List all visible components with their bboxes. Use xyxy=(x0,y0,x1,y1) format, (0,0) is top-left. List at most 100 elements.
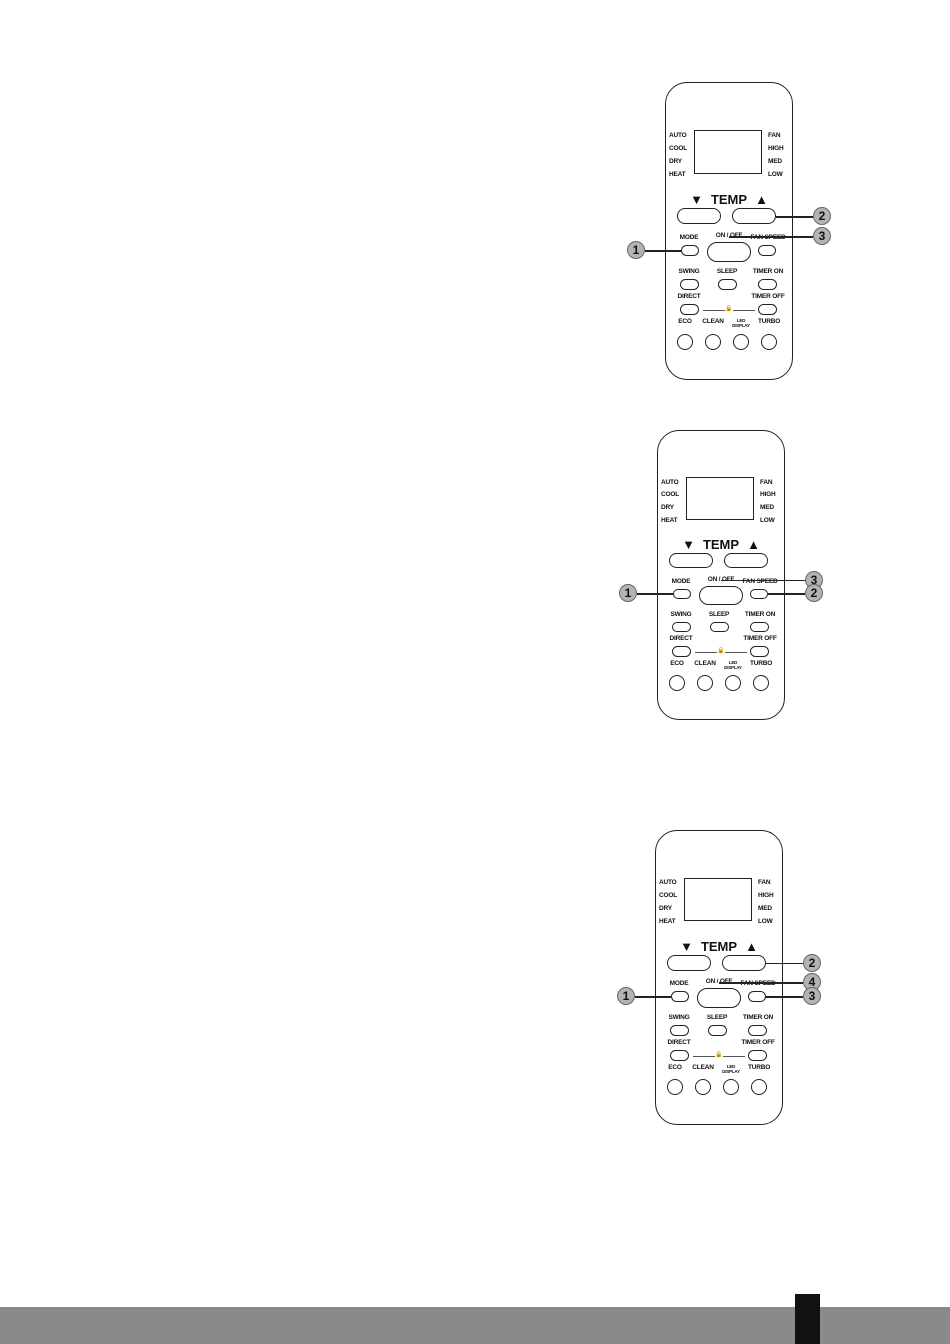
eco-button[interactable] xyxy=(667,1079,683,1096)
timer-on-button[interactable] xyxy=(758,279,777,290)
mode-label-right: MED xyxy=(758,905,772,913)
mode-label: MODE xyxy=(671,577,691,585)
temp-up-button[interactable] xyxy=(722,954,766,971)
timer-off-label: TIMER OFF xyxy=(743,635,777,643)
arrow-up-icon: ▲ xyxy=(745,938,758,954)
lock-icon: 🔒 xyxy=(717,648,725,654)
callout-line xyxy=(635,996,671,998)
mode-label-right: MED xyxy=(768,158,782,165)
direct-label: DIRECT xyxy=(677,293,701,300)
arrow-down-icon: ▼ xyxy=(682,537,695,553)
eco-button[interactable] xyxy=(669,675,685,692)
direct-button[interactable] xyxy=(672,646,691,657)
turbo-button[interactable] xyxy=(761,334,777,350)
led-display-button[interactable] xyxy=(733,334,749,350)
direct-label: DIRECT xyxy=(669,635,693,643)
swing-button[interactable] xyxy=(670,1025,689,1036)
page-tab-marker xyxy=(795,1294,820,1344)
mode-label-left: DRY xyxy=(669,158,682,165)
temp-down-button[interactable] xyxy=(667,954,711,971)
mode-label-right: FAN xyxy=(758,879,771,887)
temp-down-button[interactable] xyxy=(669,552,713,569)
mode-label-right: MED xyxy=(760,503,774,511)
eco-label: ECO xyxy=(678,318,692,325)
clean-button[interactable] xyxy=(705,334,721,350)
on-off-button[interactable] xyxy=(699,585,743,606)
timer-off-button[interactable] xyxy=(748,1049,767,1061)
callout-line xyxy=(768,593,805,595)
timer-on-label: TIMER ON xyxy=(742,1014,774,1022)
temp-down-button[interactable] xyxy=(677,208,721,224)
direct-button[interactable] xyxy=(680,304,699,315)
swing-label: SWING xyxy=(668,1014,690,1022)
turbo-label: TURBO xyxy=(747,1063,771,1071)
temp-label-row: ▼TEMP▲ xyxy=(682,537,760,552)
callout-badge: 1 xyxy=(617,987,635,1006)
led-display-label: LED DISPLAY xyxy=(724,659,742,670)
temp-label-row: ▼TEMP▲ xyxy=(680,939,758,954)
swing-button[interactable] xyxy=(680,279,699,290)
timer-off-button[interactable] xyxy=(750,646,769,657)
mode-button[interactable] xyxy=(673,588,691,600)
mode-label-left: DRY xyxy=(659,905,672,913)
arrow-up-icon: ▲ xyxy=(755,192,768,207)
direct-button[interactable] xyxy=(670,1049,689,1061)
temp-label-row: ▼TEMP▲ xyxy=(690,192,768,207)
timer-on-button[interactable] xyxy=(748,1025,767,1036)
sleep-button[interactable] xyxy=(708,1025,727,1036)
fan-speed-button[interactable] xyxy=(750,588,768,600)
timer-off-label: TIMER OFF xyxy=(751,293,785,300)
mode-label-right: FAN xyxy=(760,478,773,486)
callout-badge: 1 xyxy=(627,241,645,259)
sleep-button[interactable] xyxy=(718,279,737,290)
callout-badge: 2 xyxy=(805,584,823,603)
timer-off-label: TIMER OFF xyxy=(741,1038,775,1046)
mode-label-left: DRY xyxy=(661,503,674,511)
swing-label: SWING xyxy=(670,611,692,618)
eco-button[interactable] xyxy=(677,334,693,350)
mode-label-right: LOW xyxy=(760,516,775,524)
mode-label-left: AUTO xyxy=(661,478,679,486)
swing-label: SWING xyxy=(678,268,700,275)
mode-label-right: LOW xyxy=(768,171,783,178)
arrow-down-icon: ▼ xyxy=(680,938,693,954)
on-off-label: ON / OFF xyxy=(715,232,743,239)
callout-line xyxy=(637,593,673,595)
temp-up-button[interactable] xyxy=(732,208,776,224)
turbo-button[interactable] xyxy=(751,1079,767,1096)
mode-button[interactable] xyxy=(671,991,689,1003)
turbo-button[interactable] xyxy=(753,675,769,692)
on-off-label: ON / OFF xyxy=(707,575,735,583)
mode-label-left: AUTO xyxy=(659,879,677,887)
swing-button[interactable] xyxy=(672,621,691,633)
temp-label: TEMP xyxy=(710,192,748,207)
timer-off-button[interactable] xyxy=(758,304,777,315)
mode-button[interactable] xyxy=(681,245,699,256)
lcd-display xyxy=(686,476,754,520)
arrow-up-icon: ▲ xyxy=(747,537,760,553)
on-off-button[interactable] xyxy=(697,988,741,1009)
lock-icon: 🔒 xyxy=(725,306,733,312)
clean-button[interactable] xyxy=(697,675,713,692)
mode-label-left: AUTO xyxy=(669,132,687,139)
lcd-display xyxy=(694,130,762,174)
fan-speed-button[interactable] xyxy=(758,245,776,256)
led-display-button[interactable] xyxy=(725,675,741,692)
fan-speed-label: FAN SPEED xyxy=(740,980,776,988)
fan-speed-button[interactable] xyxy=(748,991,766,1003)
clean-button[interactable] xyxy=(695,1079,711,1096)
sleep-button[interactable] xyxy=(710,621,729,633)
lock-divider-right xyxy=(723,1055,745,1057)
callout-badge: 3 xyxy=(813,227,831,245)
on-off-button[interactable] xyxy=(707,242,751,262)
lock-divider-left xyxy=(695,651,717,653)
temp-up-button[interactable] xyxy=(724,552,768,569)
sleep-label: SLEEP xyxy=(708,611,730,618)
callout-line xyxy=(776,216,813,218)
led-display-button[interactable] xyxy=(723,1079,739,1096)
mode-label-left: HEAT xyxy=(661,516,678,524)
footer-bar xyxy=(0,1307,950,1344)
timer-on-button[interactable] xyxy=(750,621,769,633)
lock-divider-right xyxy=(725,651,747,653)
mode-label-right: HIGH xyxy=(768,145,784,152)
